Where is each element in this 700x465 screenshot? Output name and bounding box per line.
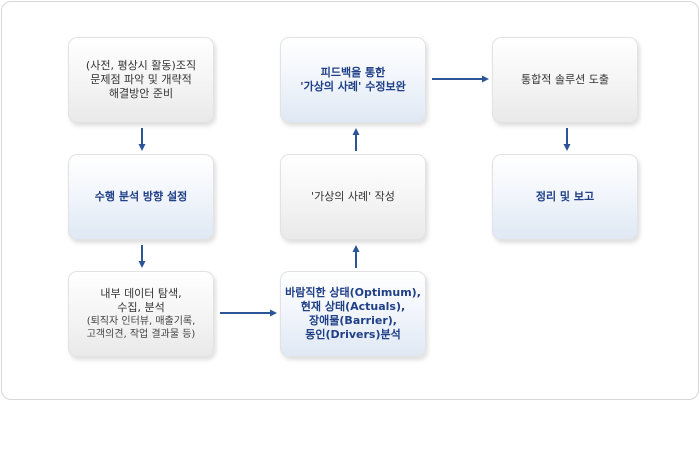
step-virtual-case-label: '가상의 사례' 작성	[311, 190, 395, 203]
step-prep-line-2: 문제점 파악 및 개략적	[90, 73, 192, 86]
step-report-box: 정리 및 보고	[492, 154, 638, 240]
step-analysis-line-1: 바람직한 상태(Optimum),	[285, 286, 421, 299]
step-explore-line-2: 수집, 분석	[117, 301, 165, 314]
step-prep-box: (사전, 평상시 활동)조직 문제점 파악 및 개략적 해결방안 준비	[68, 37, 214, 123]
step-direction-label: 수행 분석 방향 설정	[94, 190, 188, 203]
step-explore-sub-1: (퇴직자 인터뷰, 매출기록,	[86, 316, 196, 327]
step-prep-line-1: (사전, 평상시 활동)조직	[85, 59, 197, 72]
step-explore-line-1: 내부 데이터 탐색,	[100, 287, 182, 300]
step-explore-box: 내부 데이터 탐색, 수집, 분석 (퇴직자 인터뷰, 매출기록, 고객의견, …	[68, 271, 214, 357]
step-solution-box: 통합적 솔루션 도출	[492, 37, 638, 123]
step-explore-sub-2: 고객의견, 작업 결과물 등)	[86, 329, 196, 340]
step-feedback-line-2: '가상의 사례' 수정보완	[300, 80, 406, 93]
step-analysis-line-4: 동인(Drivers)분석	[305, 328, 401, 341]
step-feedback-line-1: 피드백을 통한	[320, 66, 386, 79]
step-analysis-line-2: 현재 상태(Actuals),	[300, 300, 406, 313]
step-report-label: 정리 및 보고	[535, 190, 595, 203]
step-analysis-line-3: 장애물(Barrier),	[309, 314, 397, 327]
step-virtual-case-box: '가상의 사례' 작성	[280, 154, 426, 240]
step-analysis-box: 바람직한 상태(Optimum), 현재 상태(Actuals), 장애물(Ba…	[280, 271, 426, 357]
step-solution-label: 통합적 솔루션 도출	[521, 73, 609, 86]
step-feedback-box: 피드백을 통한 '가상의 사례' 수정보완	[280, 37, 426, 123]
step-direction-box: 수행 분석 방향 설정	[68, 154, 214, 240]
step-prep-line-3: 해결방안 준비	[108, 87, 174, 100]
